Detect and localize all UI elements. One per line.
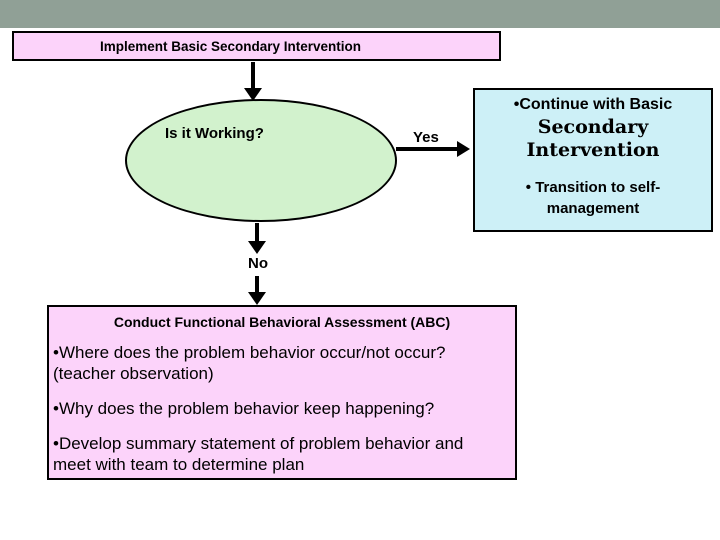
decision-ellipse[interactable] [125,99,397,222]
assessment-bullet-develop: •Develop summary statement of problem be… [53,434,464,474]
decision-label: Is it Working? [165,125,264,142]
arrow-top-to-decision-head-icon [244,88,262,101]
header-bar [0,0,720,28]
top-process-box[interactable]: Implement Basic Secondary Intervention [12,31,501,61]
arrow-no-lower-shaft [255,276,259,293]
outcome-transition-text: • Transition to self- management [525,179,661,217]
assessment-box[interactable]: Conduct Functional Behavioral Assessment… [47,305,517,480]
assessment-title: Conduct Functional Behavioral Assessment… [113,314,451,330]
no-branch-label: No [248,255,268,272]
outcome-intro-text: •Continue with Basic [513,96,673,113]
arrow-no-upper-head-icon [248,241,266,254]
arrow-no-upper-shaft [255,223,259,242]
assessment-bullet-why: •Why does the problem behavior keep happ… [53,399,435,418]
outcome-emphasis-text: Secondary Intervention [526,116,660,161]
outcome-box[interactable]: •Continue with Basic Secondary Intervent… [473,88,713,232]
arrow-top-to-decision-shaft [251,62,255,89]
yes-branch-label: Yes [413,129,439,146]
arrow-yes-shaft [396,147,458,151]
arrow-yes-head-icon [457,141,470,157]
arrow-no-lower-head-icon [248,292,266,305]
assessment-bullet-where: •Where does the problem behavior occur/n… [53,343,446,383]
top-process-label: Implement Basic Secondary Intervention [99,38,362,54]
